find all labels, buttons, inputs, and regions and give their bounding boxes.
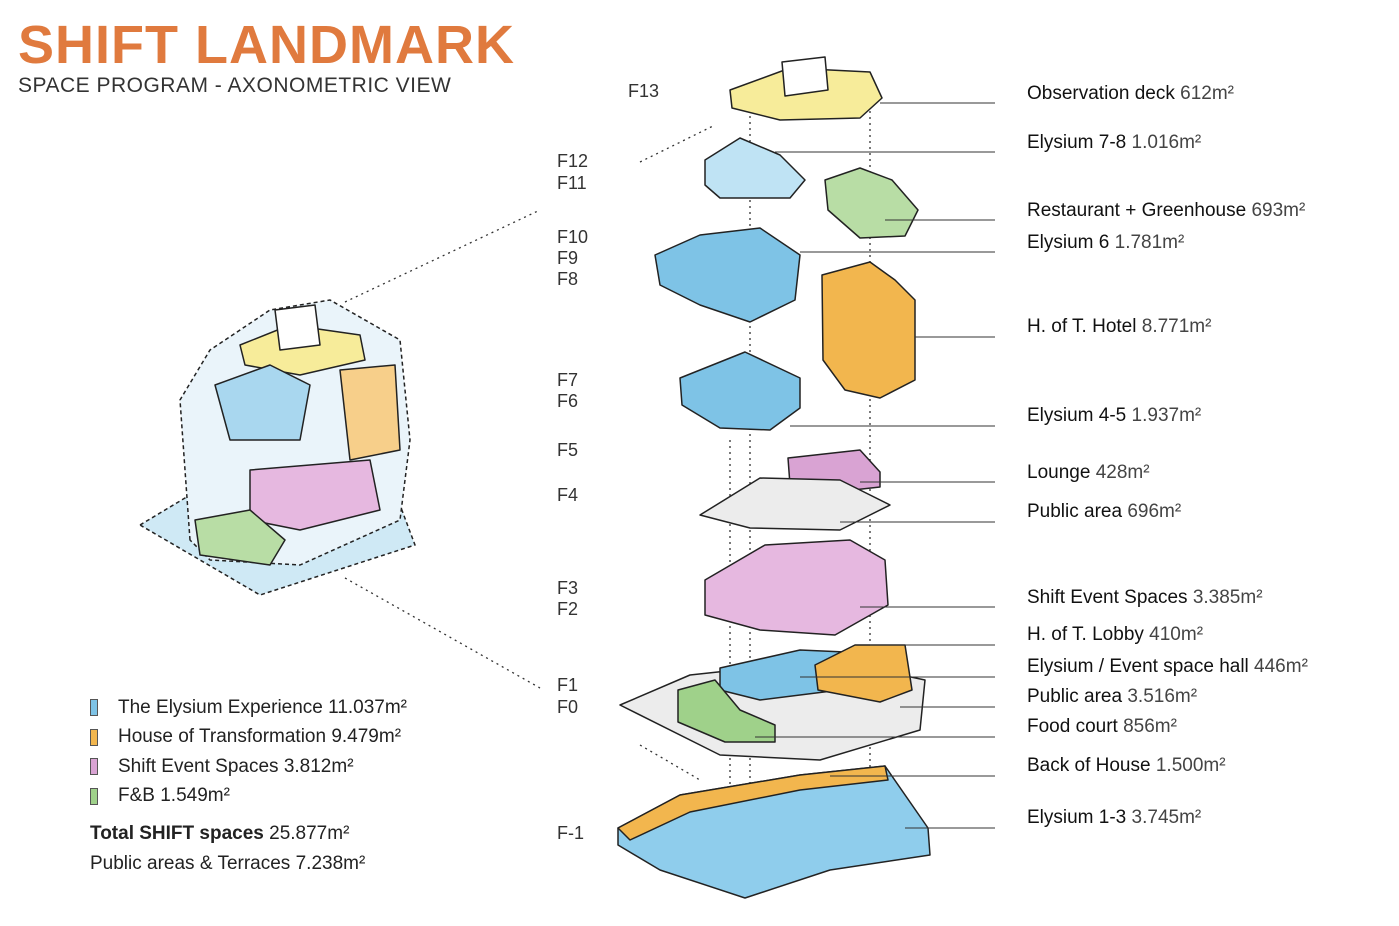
- space-label: Public area 696m²: [1027, 501, 1182, 522]
- floor-label: F5: [557, 440, 579, 460]
- floor-label: F3: [557, 578, 579, 598]
- leader-lines: [755, 102, 995, 829]
- legend-item-elysium: The Elysium Experience 11.037m²: [90, 693, 407, 723]
- legend-total: Total SHIFT spaces 25.877m²: [90, 823, 350, 844]
- page-title: SHIFT LANDMARK: [18, 15, 515, 75]
- space-label: Elysium 6 1.781m²: [1027, 232, 1185, 253]
- slab-back-of-house: [617, 765, 889, 841]
- floor-label: F10: [557, 227, 589, 247]
- color-swatch: [90, 699, 98, 717]
- legend-item-event: Shift Event Spaces 3.812m²: [90, 752, 407, 782]
- tower-hotel: [821, 261, 916, 399]
- page-subtitle: SPACE PROGRAM - AXONOMETRIC VIEW: [18, 74, 452, 97]
- space-label: Elysium 1-3 3.745m²: [1027, 807, 1202, 828]
- floor-label: F0: [557, 697, 579, 717]
- color-swatch: [90, 758, 98, 776]
- space-label: Elysium / Event space hall 446m²: [1027, 656, 1308, 677]
- legend-public-areas: Public areas & Terraces 7.238m²: [90, 852, 366, 874]
- space-label: Elysium 7-8 1.016m²: [1027, 132, 1202, 153]
- space-label: Shift Event Spaces 3.385m²: [1027, 587, 1263, 608]
- slab-restaurant-greenhouse: [824, 167, 919, 239]
- legend-item-transformation: House of Transformation 9.479m²: [90, 723, 407, 753]
- slab-food-court: [677, 679, 776, 743]
- floor-label: F8: [557, 269, 579, 289]
- floor-label: F7: [557, 370, 579, 390]
- floor-label: F2: [557, 599, 579, 619]
- slab-hot-lobby: [814, 644, 913, 703]
- overview-building: [139, 299, 416, 596]
- space-label: Lounge 428m²: [1027, 462, 1150, 483]
- space-label: H. of T. Lobby 410m²: [1027, 624, 1204, 645]
- slab-elysium-7-8: [704, 137, 806, 199]
- floor-label: F9: [557, 248, 579, 268]
- floor-label: F11: [557, 173, 587, 193]
- legend-item-fnb: F&B 1.549m²: [90, 782, 407, 812]
- floor-label: F1: [557, 675, 579, 695]
- floor-label: F-1: [557, 823, 584, 843]
- slab-elysium-4-5: [679, 351, 801, 431]
- slab-public-area-f4: [699, 477, 891, 531]
- space-label: Observation deck 612m²: [1027, 83, 1234, 104]
- space-label: Public area 3.516m²: [1027, 686, 1198, 707]
- floor-label: F4: [557, 485, 579, 505]
- slab-elysium-6: [654, 227, 801, 323]
- legend: The Elysium Experience 11.037m² House of…: [90, 693, 407, 878]
- space-label: Elysium 4-5 1.937m²: [1027, 405, 1202, 426]
- space-label: H. of T. Hotel 8.771m²: [1027, 316, 1212, 337]
- space-label: Restaurant + Greenhouse 693m²: [1027, 200, 1306, 221]
- space-label: Food court 856m²: [1027, 716, 1177, 737]
- space-label: Back of House 1.500m²: [1027, 755, 1226, 776]
- color-swatch: [90, 787, 98, 805]
- floor-label: F12: [557, 151, 589, 171]
- floor-label: F6: [557, 391, 579, 411]
- floor-label: F13: [628, 81, 660, 101]
- color-swatch: [90, 728, 98, 746]
- slab-shift-event-spaces: [704, 539, 889, 636]
